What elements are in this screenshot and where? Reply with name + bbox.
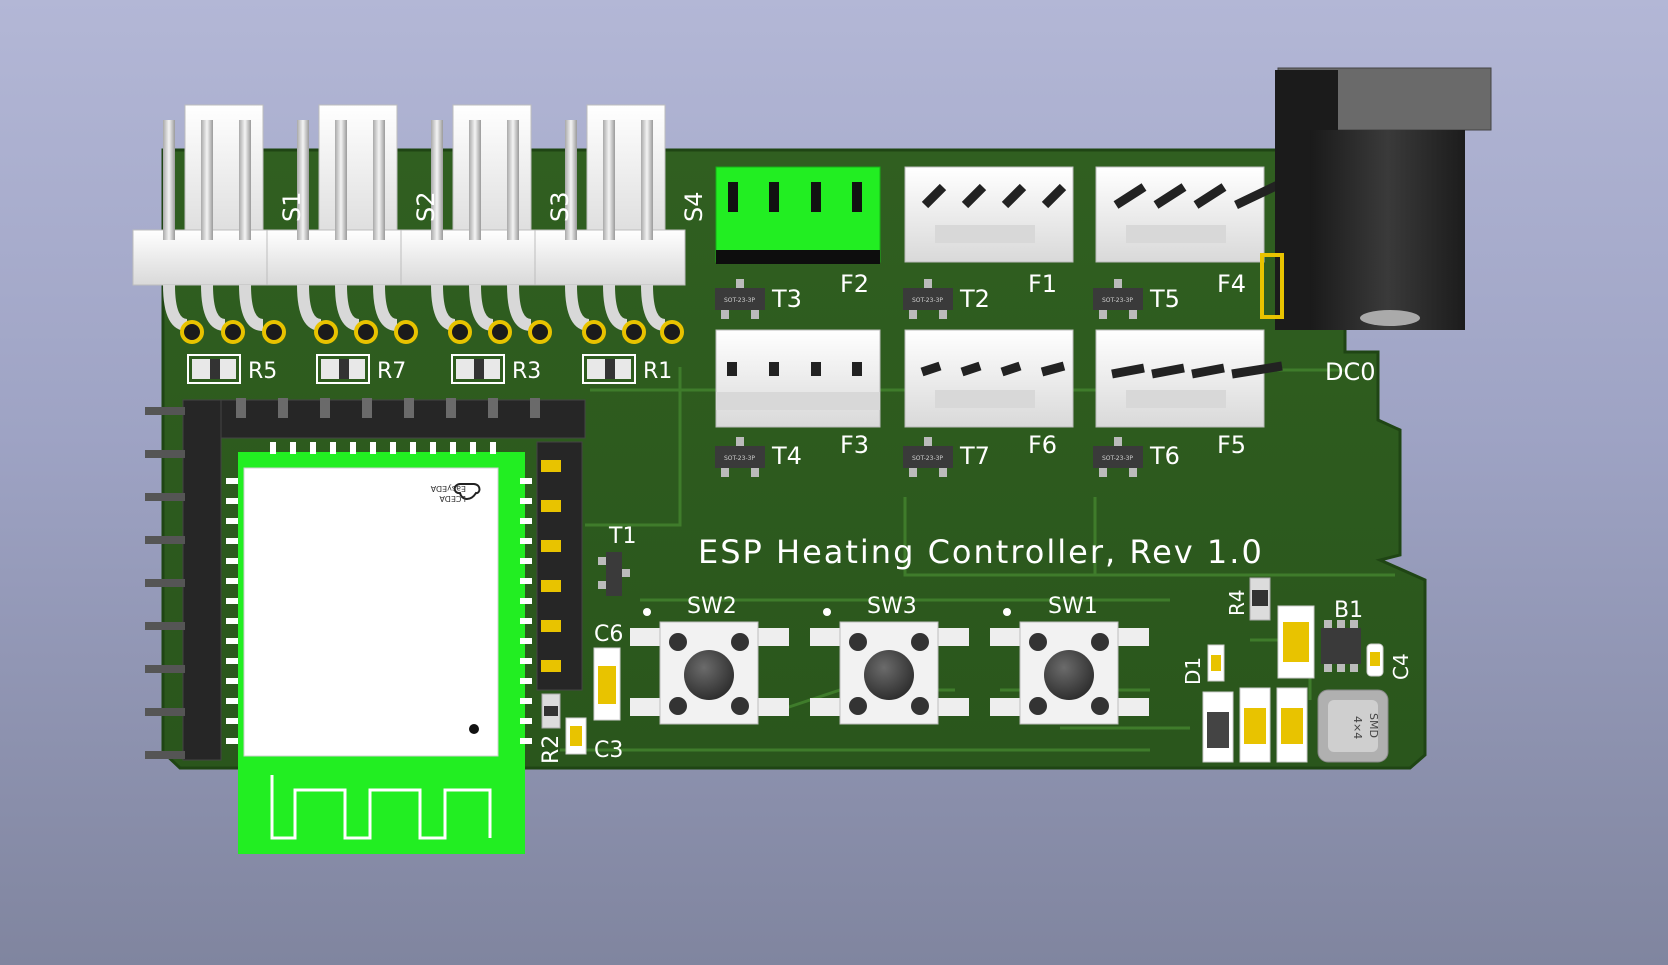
fan-connector-f6: F6 [904,329,1074,459]
fan-connector-f2: F2 [715,166,881,298]
fan-connector-f4: F4 [1095,166,1284,298]
transistor-labels-top: T3 T2 T5 [771,285,1180,313]
label-r2: R2 [539,735,564,764]
switch-headers [132,104,686,331]
transistors-top: SOT-23-3P SOT-23-3P SOT-23-3P [715,279,1143,319]
button-labels: SW2 SW3 SW1 [687,594,1098,619]
svg-text:SOT-23-3P: SOT-23-3P [1102,455,1133,462]
label-sw1: SW1 [1048,594,1098,619]
svg-text:SOT-23-3P: SOT-23-3P [912,297,943,304]
label-r4: R4 [1225,589,1249,616]
label-t3: T3 [771,285,802,313]
switch-header-labels: S1 S2 S3 S4 [278,191,708,222]
button-sw3 [810,608,969,725]
label-t4: T4 [771,442,802,470]
label-r7: R7 [377,359,406,384]
top-resistors [187,354,636,384]
label-c3: C3 [594,738,623,763]
label-s3: S3 [546,191,574,222]
pcb-antenna [270,775,492,840]
tactile-switches [630,608,1149,725]
label-f5: F5 [1217,431,1246,459]
label-c4: C4 [1389,653,1413,680]
label-s4: S4 [680,191,708,222]
fan-connector-f1: F1 [904,166,1074,298]
fan-connector-f5: F5 [1095,329,1283,459]
label-f4: F4 [1217,270,1246,298]
label-dc0: DC0 [1325,358,1376,386]
module-logo-line1: EasyEDA [430,484,466,493]
label-t5: T5 [1149,285,1180,313]
esp-module: EasyEDA LCEDA [226,442,532,854]
label-r1: R1 [643,359,672,384]
fan-connector-f3: F3 [715,329,881,459]
label-r5: R5 [248,359,277,384]
label-d1: D1 [1181,657,1205,685]
switch-header-s3 [400,104,552,331]
switch-header-s1 [132,104,284,331]
svg-text:SOT-23-3P: SOT-23-3P [1102,297,1133,304]
label-c6: C6 [594,622,623,647]
label-f3: F3 [840,431,869,459]
transistor-labels-bottom: T4 T7 T6 [771,442,1180,470]
svg-text:SOT-23-3P: SOT-23-3P [724,455,755,462]
button-sw1 [990,608,1149,725]
header-solder-pads [180,320,684,344]
power-section: R4 D1 B1 C4 SMD 4×4 [1181,577,1413,763]
label-r3: R3 [512,359,541,384]
module-logo-line2: LCEDA [439,494,466,503]
inductor-marking-2: 4×4 [1351,716,1364,739]
label-f1: F1 [1028,270,1057,298]
label-s1: S1 [278,191,306,222]
inductor-marking-1: SMD [1367,713,1380,738]
label-t7: T7 [959,442,990,470]
pin-header-black [145,398,586,761]
caps-left: C6 C3 R2 [539,622,623,764]
easyeda-logo [453,483,481,500]
button-sw2 [630,608,789,725]
transistor-t1: T1 [598,524,636,596]
board-title: ESP Heating Controller, Rev 1.0 [698,533,1264,571]
label-t6: T6 [1149,442,1180,470]
label-s2: S2 [412,191,440,222]
top-resistor-labels: R5 R7 R3 R1 [248,359,672,384]
svg-text:SOT-23-3P: SOT-23-3P [912,455,943,462]
label-t2: T2 [959,285,990,313]
switch-header-s4 [534,104,686,331]
label-t1: T1 [608,524,636,549]
transistors-bottom: SOT-23-3P SOT-23-3P SOT-23-3P [715,437,1143,477]
svg-text:SOT-23-3P: SOT-23-3P [724,297,755,304]
label-f2: F2 [840,270,869,298]
label-sw3: SW3 [867,594,917,619]
label-b1: B1 [1334,598,1363,623]
label-sw2: SW2 [687,594,737,619]
label-f6: F6 [1028,431,1057,459]
pin-header-right [536,441,583,691]
dc-jack: DC0 [1260,67,1492,386]
